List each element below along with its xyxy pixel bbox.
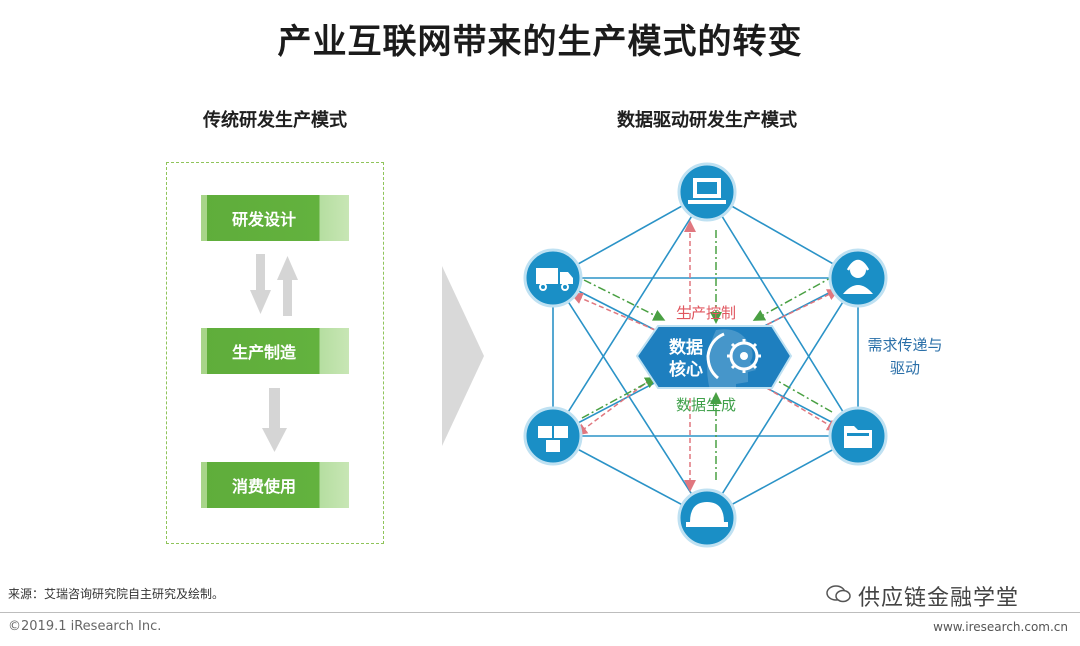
transition-arrow [442, 266, 484, 446]
helmet-icon [677, 488, 737, 548]
brand-watermark: 供应链金融学堂 [858, 586, 1020, 611]
control-arrows [570, 220, 840, 492]
footer-divider [0, 612, 1080, 613]
step-rd-design: 研发设计 [201, 195, 349, 241]
page-title: 产业互联网带来的生产模式的转变 [277, 22, 803, 62]
website-link[interactable]: www.iresearch.com.cn [933, 620, 1068, 634]
step-consumption: 消费使用 [201, 462, 349, 508]
user-headset-icon [828, 248, 888, 308]
production-control-label: 生产控制 [676, 304, 736, 322]
right-subtitle: 数据驱动研发生产模式 [617, 110, 797, 131]
source-note: 来源：艾瑞咨询研究院自主研究及绘制。 [8, 587, 225, 601]
demand-label-line1: 需求传递与 [867, 336, 942, 354]
core-label-line1: 数据 [669, 337, 703, 358]
folder-icon [828, 406, 888, 466]
wechat-icon [826, 585, 851, 603]
data-generation-label: 数据生成 [676, 396, 736, 414]
truck-icon [523, 248, 583, 308]
down-arrow-1 [250, 254, 271, 314]
core-label-line2: 核心 [669, 359, 703, 380]
copyright: ©2019.1 iResearch Inc. [8, 619, 162, 634]
traditional-model-frame [166, 162, 384, 544]
step-manufacturing: 生产制造 [201, 328, 349, 374]
boxes-icon [523, 406, 583, 466]
up-arrow-1 [277, 256, 298, 316]
demand-label-line2: 驱动 [890, 359, 920, 377]
down-arrow-2 [262, 388, 287, 452]
computer-icon [677, 162, 737, 222]
left-subtitle: 传统研发生产模式 [203, 110, 347, 131]
data-core [635, 325, 793, 390]
